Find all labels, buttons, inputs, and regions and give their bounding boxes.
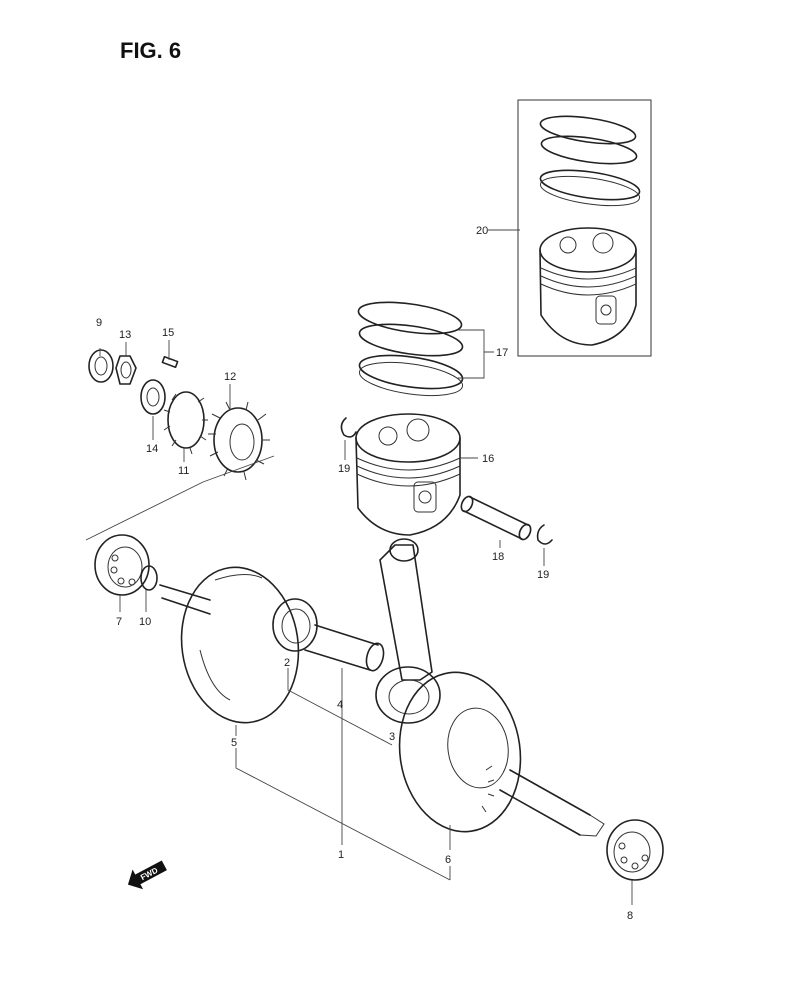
callout-9: 9 [96,317,102,329]
callout-18: 18 [492,551,504,563]
callout-7: 7 [116,616,122,628]
callout-13: 13 [119,329,131,341]
leader-lines [99,229,633,905]
figure-title: FIG. 6 [120,38,181,63]
piston-pin [460,495,532,541]
callout-11: 11 [178,465,189,477]
crankshaft-assembly [94,534,664,881]
circlip-left [340,417,357,438]
callout-19-left: 19 [338,463,350,475]
callout-numbers: 20 17 16 19 18 19 9 13 15 12 14 11 7 10 … [96,225,633,922]
callout-14: 14 [146,443,158,455]
forward-arrow-icon: FWD [127,860,167,890]
callout-8: 8 [627,910,633,922]
callout-20: 20 [476,225,488,237]
callout-5: 5 [231,737,237,749]
circlip-right [536,524,553,545]
callout-2: 2 [284,657,290,669]
callout-17: 17 [496,347,508,359]
gear-group [85,349,275,541]
callout-12: 12 [224,371,236,383]
callout-10: 10 [139,616,151,628]
callout-16: 16 [482,453,494,465]
piston [355,413,461,536]
callout-15: 15 [162,327,174,339]
piston-kit-box [517,99,652,357]
callout-4: 4 [337,699,343,711]
callout-1: 1 [338,849,344,861]
callout-3: 3 [389,731,395,743]
callout-19-right: 19 [537,569,549,581]
piston-ring-set [357,301,464,397]
callout-6: 6 [445,854,451,866]
